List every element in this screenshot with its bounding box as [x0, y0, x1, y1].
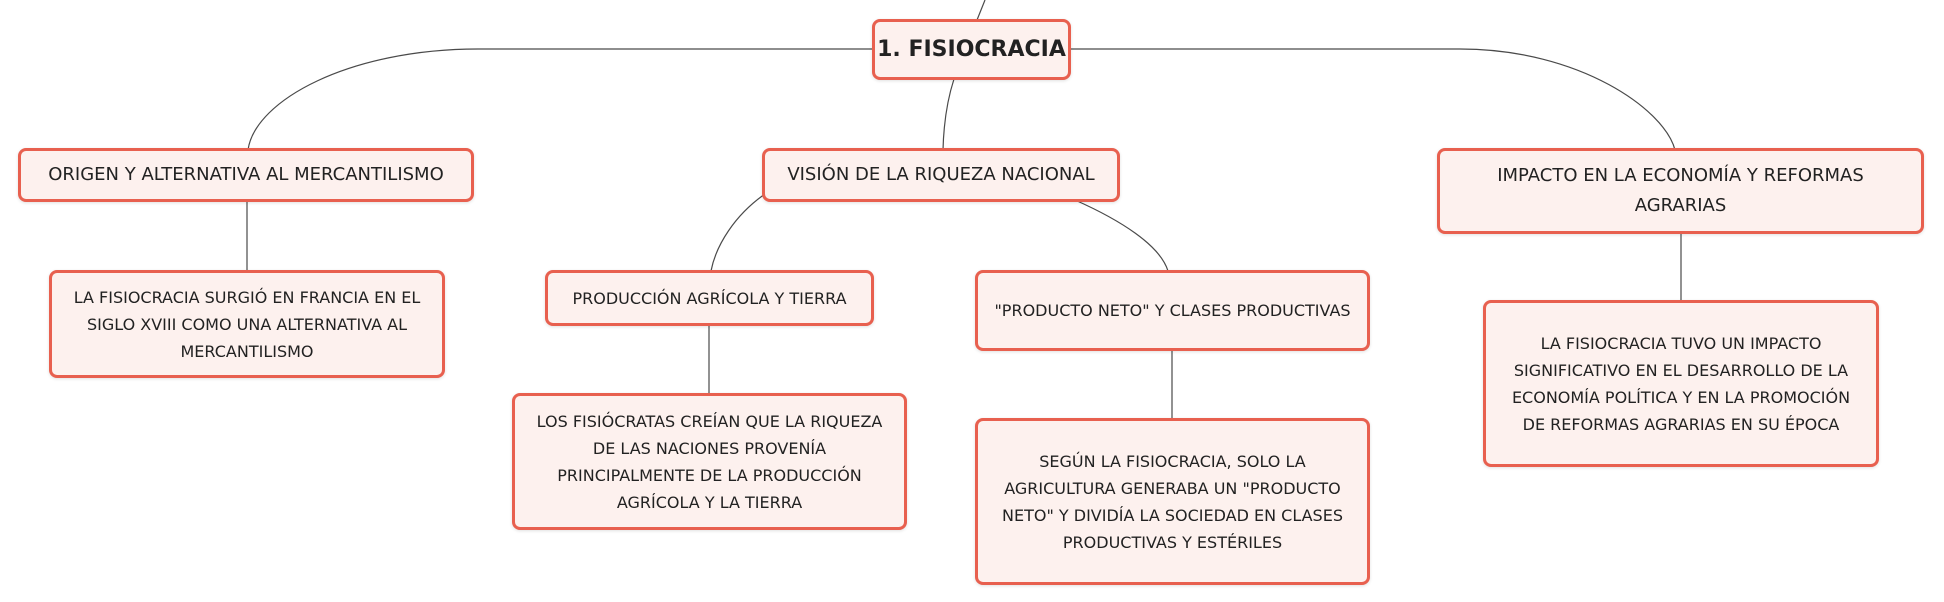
leaf-text-produccion-detail: LOS FISIÓCRATAS CREÍAN QUE LA RIQUEZA DE… — [536, 411, 883, 512]
root-node[interactable]: 1. FISIOCRACIA — [872, 19, 1071, 80]
leaf-text-origen-detail: LA FISIOCRACIA SURGIÓ EN FRANCIA EN EL S… — [73, 287, 421, 361]
branch-node-vision[interactable]: VISIÓN DE LA RIQUEZA NACIONAL — [762, 148, 1120, 202]
leaf-text-impacto-detail: LA FISIOCRACIA TUVO UN IMPACTO SIGNIFICA… — [1511, 333, 1851, 434]
connector-vision-to-produccion — [710, 193, 766, 272]
leaf-node-impacto-detail[interactable]: LA FISIOCRACIA TUVO UN IMPACTO SIGNIFICA… — [1483, 300, 1879, 467]
leaf-node-origen-detail[interactable]: LA FISIOCRACIA SURGIÓ EN FRANCIA EN EL S… — [49, 270, 445, 378]
branch-node-impacto[interactable]: IMPACTO EN LA ECONOMÍA Y REFORMAS AGRARI… — [1437, 148, 1924, 234]
branch-label-impacto: IMPACTO EN LA ECONOMÍA Y REFORMAS AGRARI… — [1497, 165, 1864, 216]
connector-root-to-origen — [247, 48, 877, 151]
connector-root-to-vision — [942, 78, 955, 151]
leaf-text-producto-neto-detail: SEGÚN LA FISIOCRACIA, SOLO LA AGRICULTUR… — [1002, 451, 1343, 552]
subtopic-label-produccion: PRODUCCIÓN AGRÍCOLA Y TIERRA — [572, 288, 847, 308]
connector-root-to-impacto — [1070, 48, 1676, 151]
leaf-node-producto-neto-detail[interactable]: SEGÚN LA FISIOCRACIA, SOLO LA AGRICULTUR… — [975, 418, 1370, 585]
subtopic-node-producto-neto[interactable]: "PRODUCTO NETO" Y CLASES PRODUCTIVAS — [975, 270, 1370, 351]
root-label: 1. FISIOCRACIA — [877, 37, 1066, 62]
subtopic-label-producto-neto: "PRODUCTO NETO" Y CLASES PRODUCTIVAS — [994, 301, 1351, 320]
leaf-node-produccion-detail[interactable]: LOS FISIÓCRATAS CREÍAN QUE LA RIQUEZA DE… — [512, 393, 907, 530]
branch-node-origen[interactable]: ORIGEN Y ALTERNATIVA AL MERCANTILISMO — [18, 148, 474, 202]
connector-vision-to-producto-neto — [1074, 199, 1169, 272]
subtopic-node-produccion[interactable]: PRODUCCIÓN AGRÍCOLA Y TIERRA — [545, 270, 874, 326]
connector-parent-to-root — [976, 0, 986, 21]
branch-label-origen: ORIGEN Y ALTERNATIVA AL MERCANTILISMO — [48, 164, 444, 185]
branch-label-vision: VISIÓN DE LA RIQUEZA NACIONAL — [787, 164, 1095, 185]
